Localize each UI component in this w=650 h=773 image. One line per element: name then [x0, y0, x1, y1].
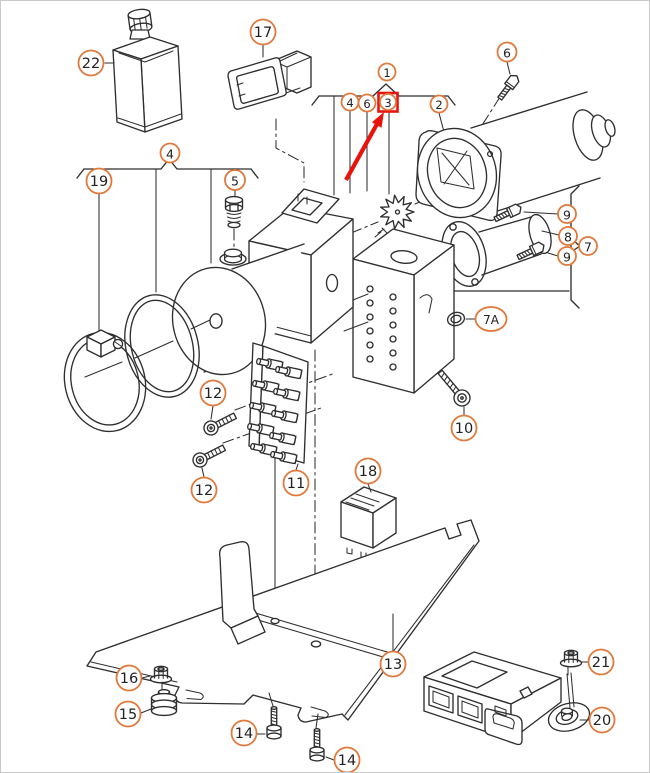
- part-flange-screw-lower: [515, 240, 547, 263]
- svg-text:12: 12: [195, 483, 213, 499]
- svg-text:14: 14: [235, 726, 253, 742]
- svg-text:13: 13: [384, 657, 402, 673]
- part-bracket-bolt-left-14: [256, 692, 282, 740]
- svg-text:8: 8: [564, 230, 572, 245]
- callout-20[interactable]: 20: [588, 706, 616, 734]
- part-fluid-reservoir: [84, 243, 305, 378]
- part-valve-manifold-11: [246, 342, 309, 471]
- part-relay-18: [340, 483, 397, 559]
- callout-15[interactable]: 15: [114, 700, 142, 728]
- part-filler-plug-5: [224, 195, 244, 229]
- part-mounting-bracket-13: [86, 519, 480, 723]
- selection-highlight-item-3: [344, 91, 399, 182]
- svg-text:6: 6: [363, 97, 370, 111]
- callout-14-right[interactable]: 14: [333, 746, 361, 773]
- svg-text:16: 16: [120, 671, 138, 687]
- part-o-ring-7a: [446, 311, 476, 327]
- svg-text:19: 19: [90, 174, 108, 190]
- callout-1[interactable]: 1: [377, 62, 397, 82]
- valve-block-ports: [366, 285, 397, 371]
- svg-text:11: 11: [287, 476, 305, 492]
- callout-11[interactable]: 11: [282, 469, 310, 497]
- svg-text:4: 4: [166, 147, 174, 162]
- part-hydraulic-fluid-canister: [104, 8, 183, 133]
- callout-8[interactable]: 8: [558, 226, 578, 246]
- callout-12-lower[interactable]: 12: [190, 476, 218, 504]
- bracket-strap: [218, 540, 266, 645]
- svg-text:12: 12: [204, 386, 222, 402]
- callout-13[interactable]: 13: [379, 650, 407, 678]
- part-control-module: [423, 651, 591, 746]
- callout-2[interactable]: 2: [429, 94, 449, 114]
- callout-6-top[interactable]: 6: [357, 93, 377, 113]
- svg-text:18: 18: [359, 464, 377, 480]
- svg-text:1: 1: [383, 66, 390, 80]
- part-module-nut-21: [559, 649, 583, 668]
- part-bleed-screw-upper-12: [200, 405, 239, 439]
- svg-text:14: 14: [338, 753, 356, 769]
- module-connector-sockets: [428, 685, 533, 746]
- svg-text:2: 2: [435, 98, 442, 112]
- callout-12-upper[interactable]: 12: [199, 379, 227, 407]
- callout-14-left[interactable]: 14: [230, 719, 258, 747]
- svg-text:5: 5: [231, 174, 239, 189]
- svg-text:15: 15: [119, 707, 137, 723]
- svg-text:7A: 7A: [483, 313, 500, 327]
- callout-16[interactable]: 16: [115, 664, 143, 692]
- callout-9-upper[interactable]: 9: [557, 204, 577, 224]
- callout-5[interactable]: 5: [224, 169, 246, 191]
- reservoir-filler-neck: [219, 248, 247, 266]
- part-electric-motor: [415, 91, 616, 222]
- svg-text:9: 9: [563, 208, 571, 223]
- highlight-box: [377, 91, 399, 113]
- callout-4-group[interactable]: 4: [159, 142, 181, 164]
- svg-text:21: 21: [592, 655, 610, 671]
- part-pump-rotor-gear: [374, 194, 415, 238]
- callout-19[interactable]: 19: [85, 167, 113, 195]
- callout-7[interactable]: 7: [578, 236, 598, 256]
- callout-10[interactable]: 10: [450, 414, 478, 442]
- part-seal-ring: [124, 294, 200, 398]
- callout-6-motor[interactable]: 6: [496, 41, 518, 63]
- svg-text:7: 7: [584, 240, 592, 255]
- svg-text:20: 20: [593, 713, 611, 729]
- svg-text:4: 4: [346, 96, 353, 110]
- part-bleed-screw-lower-12: [189, 440, 228, 478]
- svg-text:22: 22: [82, 56, 100, 72]
- callout-22[interactable]: 22: [77, 49, 105, 77]
- svg-text:3: 3: [384, 96, 391, 110]
- highlight-arrow-head: [371, 112, 384, 128]
- part-hose-clamp-19: [63, 329, 147, 433]
- svg-text:10: 10: [455, 421, 473, 437]
- part-rubber-grommet-15: [140, 689, 178, 717]
- part-bracket-bolt-right-14: [309, 713, 335, 762]
- svg-text:6: 6: [503, 46, 511, 61]
- callout-9-lower[interactable]: 9: [557, 246, 577, 266]
- svg-text:9: 9: [563, 250, 571, 265]
- part-connector-housing-17: [227, 44, 312, 110]
- callout-18[interactable]: 18: [354, 457, 382, 485]
- part-block-screw-10: [437, 369, 471, 416]
- callout-21[interactable]: 21: [587, 648, 615, 676]
- callout-3-selected[interactable]: 3: [379, 93, 397, 111]
- module-mount-grommet-20: [555, 707, 579, 726]
- callout-4-top[interactable]: 4: [340, 92, 360, 112]
- callout-7a[interactable]: 7A: [474, 306, 508, 332]
- callout-17[interactable]: 17: [249, 18, 277, 46]
- svg-text:17: 17: [254, 25, 272, 41]
- highlight-arrow-shaft: [344, 122, 379, 182]
- part-motor-screw-6: [495, 61, 522, 103]
- part-valve-block: [343, 228, 455, 394]
